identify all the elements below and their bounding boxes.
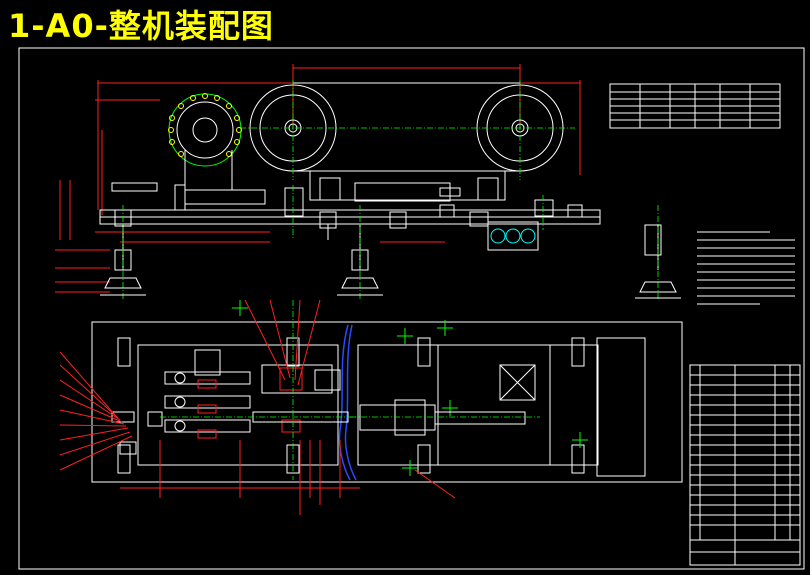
spec-table <box>609 83 781 129</box>
drawing-frame <box>18 47 805 570</box>
technical-requirements <box>697 231 795 305</box>
foot-left <box>104 277 142 289</box>
base-plate <box>91 321 683 483</box>
front-view <box>55 64 681 300</box>
belt-top-view <box>338 324 351 481</box>
middle-cylinder <box>354 182 451 202</box>
foot-middle <box>341 277 379 289</box>
pulley-support <box>309 171 506 201</box>
left-rod <box>111 182 158 192</box>
cylinder-top-view <box>359 404 436 431</box>
parts-list-table <box>689 364 801 566</box>
top-view <box>59 299 683 515</box>
sprocket-bracket <box>184 150 233 191</box>
drawing-title: 1-A0-整机装配图 <box>8 7 274 45</box>
foot-right <box>639 281 677 293</box>
sprocket-wheel <box>168 93 242 167</box>
left-cylinder <box>184 189 266 205</box>
gear-box <box>487 221 539 251</box>
